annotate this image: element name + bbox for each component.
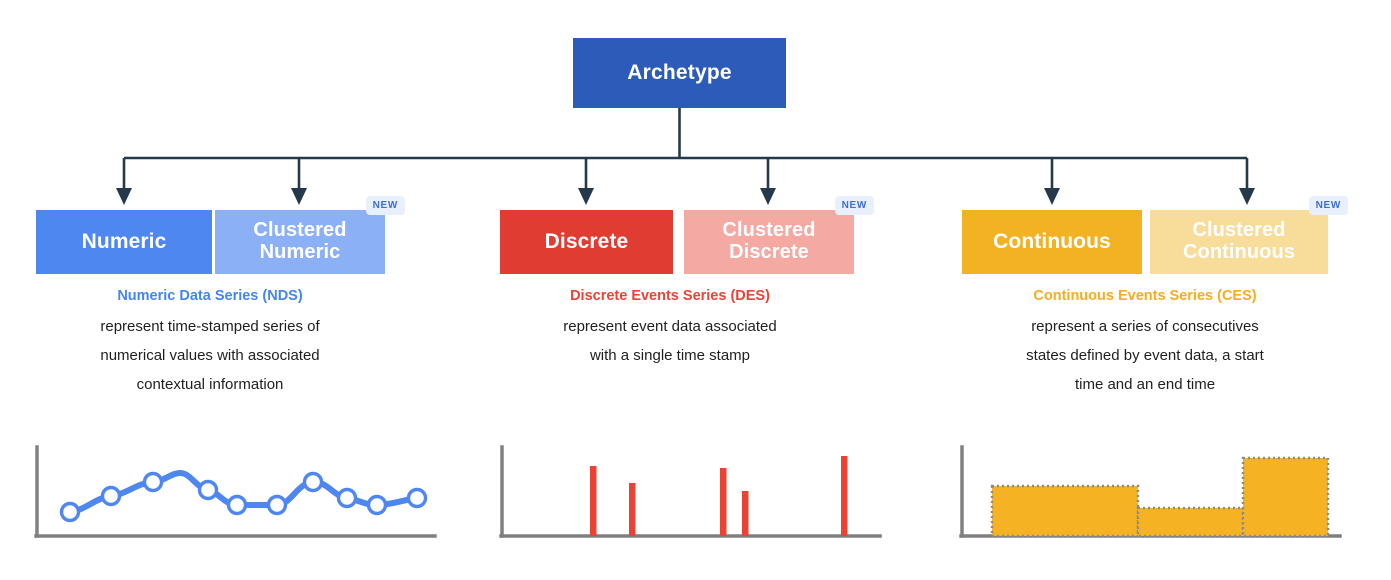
node-clustered-numeric-label-line2: Numeric	[259, 241, 341, 263]
discrete-chart-bar	[841, 456, 848, 536]
arrowhead-4	[760, 188, 776, 205]
continuous-chart-blocks	[990, 456, 1330, 538]
description-continuous-line-3: time and an end time	[1074, 375, 1216, 393]
continuous-chart-block	[990, 484, 1140, 538]
numeric-chart-point	[336, 487, 358, 509]
node-clustered-continuous-label-line1: Clustered	[1192, 219, 1286, 242]
description-numeric-line-1: represent time-stamped series of	[100, 318, 320, 335]
numeric-chart-point	[406, 487, 428, 509]
numeric-chart-point	[197, 479, 219, 501]
node-discrete-label: Discrete	[544, 229, 629, 253]
description-numeric-line-2: numerical values with associated	[100, 346, 320, 364]
description-continuous-line-2: states defined by event data, a start	[1026, 346, 1264, 364]
discrete-chart-bar	[590, 466, 597, 536]
description-continuous-title: Continuous Events Series (CES)	[1033, 288, 1257, 304]
node-discrete[interactable]: Discrete	[500, 210, 673, 274]
numeric-chart-point	[142, 471, 164, 493]
description-numeric-title: Numeric Data Series (NDS)	[117, 288, 303, 304]
numeric-chart-axes	[34, 445, 437, 538]
node-clustered-continuous[interactable]: Clustered Continuous NEW	[1150, 196, 1348, 274]
numeric-chart-point	[366, 494, 388, 516]
numeric-chart-point	[59, 501, 81, 523]
arrowhead-6	[1239, 188, 1255, 205]
numeric-chart	[34, 445, 437, 538]
description-discrete-line-1: represent event data associated	[563, 318, 777, 335]
numeric-chart-point	[302, 471, 324, 493]
numeric-chart-point	[266, 494, 288, 516]
arrowhead-5	[1044, 188, 1060, 205]
description-numeric-line-3: contextual information	[136, 375, 284, 393]
node-numeric[interactable]: Numeric	[36, 210, 212, 274]
arrowhead-3	[578, 188, 594, 205]
description-numeric: Numeric Data Series (NDS) represent time…	[20, 288, 400, 400]
node-clustered-discrete-label-line1: Clustered	[722, 219, 816, 242]
archetype-root-label: Archetype	[627, 61, 732, 84]
discrete-chart-axes	[499, 445, 882, 538]
node-clustered-continuous-label: Clustered Continuous	[1183, 220, 1295, 263]
node-clustered-numeric-label: Clustered Numeric	[253, 220, 346, 263]
archetype-root-node[interactable]: Archetype	[573, 38, 786, 108]
description-continuous: Continuous Events Series (CES) represent…	[945, 288, 1345, 400]
numeric-chart-point	[226, 494, 248, 516]
discrete-chart-bar	[629, 483, 636, 536]
node-clustered-discrete-label-line2: Discrete	[729, 241, 809, 263]
numeric-chart-points	[59, 471, 428, 523]
connector-arrowheads	[116, 188, 1255, 205]
arrowhead-2	[291, 188, 307, 205]
new-badge-clustered-discrete: NEW	[834, 196, 874, 215]
discrete-chart-bar	[742, 491, 749, 536]
continuous-chart-block	[1241, 456, 1330, 538]
description-discrete-line-2: with a single time stamp	[589, 346, 751, 364]
node-numeric-label: Numeric	[81, 229, 167, 253]
description-continuous-line-1: represent a series of consecutives	[1031, 318, 1259, 335]
node-continuous-label: Continuous	[993, 229, 1111, 253]
description-discrete: Discrete Events Series (DES) represent e…	[480, 288, 860, 371]
node-clustered-discrete[interactable]: Clustered Discrete NEW	[684, 196, 874, 274]
node-clustered-numeric-label-line1: Clustered	[253, 219, 347, 242]
node-clustered-numeric[interactable]: Clustered Numeric NEW	[215, 196, 405, 274]
new-badge-clustered-numeric: NEW	[365, 196, 405, 215]
node-clustered-discrete-label: Clustered Discrete	[722, 220, 815, 263]
continuous-chart-block	[1136, 506, 1245, 538]
connector-tree	[116, 108, 1255, 205]
description-discrete-title: Discrete Events Series (DES)	[570, 288, 770, 304]
discrete-chart	[499, 445, 882, 538]
arrowhead-1	[116, 188, 132, 205]
discrete-chart-bars	[590, 456, 848, 536]
new-badge-clustered-continuous: NEW	[1308, 196, 1348, 215]
node-continuous[interactable]: Continuous	[962, 210, 1142, 274]
numeric-chart-point	[100, 485, 122, 507]
continuous-chart	[959, 445, 1342, 538]
node-clustered-continuous-label-line2: Continuous	[1182, 241, 1296, 263]
discrete-chart-bar	[720, 468, 727, 536]
